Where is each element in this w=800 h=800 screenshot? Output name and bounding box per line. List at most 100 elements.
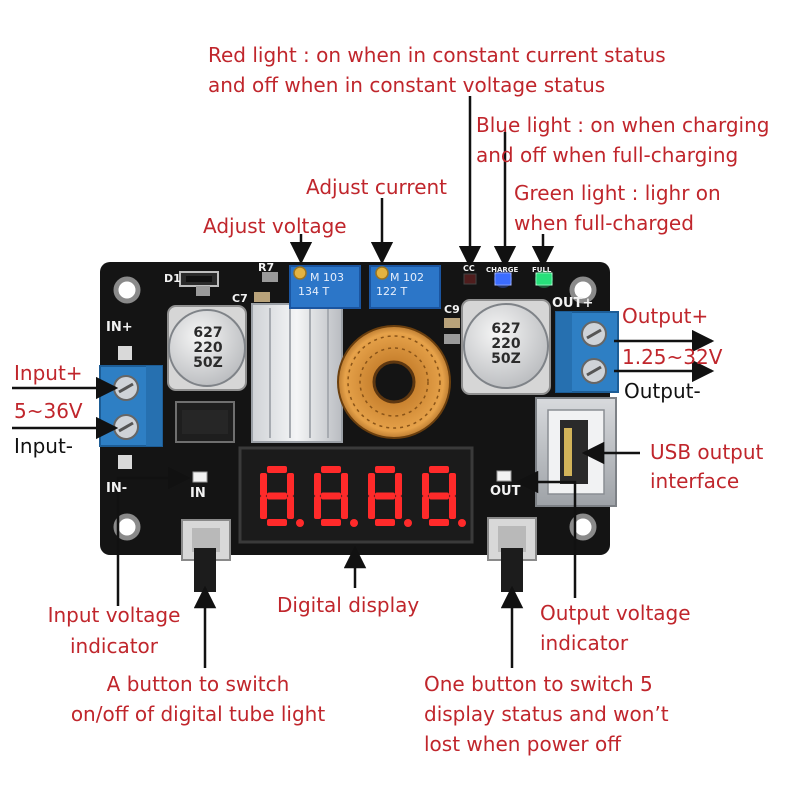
led-charge-blue: [494, 272, 512, 286]
potentiometer-current: [369, 265, 441, 309]
segment-g: [429, 492, 449, 500]
silk-in-plus: IN+: [106, 320, 133, 335]
label-output-indicator-2: indicator: [540, 631, 629, 655]
label-input-indicator-2: indicator: [69, 634, 159, 658]
pad-in-plus: [118, 346, 132, 360]
label-input-minus: Input-: [14, 434, 74, 458]
segment-b: [341, 473, 348, 496]
label-switch-status-1: One button to switch 5: [424, 672, 653, 696]
label-blue-light-1: Blue light : on when charging: [476, 113, 770, 137]
silk-c9: C9: [444, 303, 460, 316]
label-red-light-2: and off when in constant voltage status: [208, 73, 606, 97]
label-red-light-1: Red light : on when in constant current …: [208, 43, 666, 67]
decimal-point: [458, 519, 466, 527]
segment-d: [267, 519, 287, 526]
segment-d: [375, 519, 395, 526]
mount-hole-tr: [569, 276, 597, 304]
silk-c7: C7: [232, 292, 248, 305]
cap-left-line: 220: [193, 340, 223, 356]
pad: [196, 286, 210, 296]
segment-b: [449, 473, 456, 496]
label-output-range: 1.25~32V: [622, 345, 723, 369]
silk-out-led: OUT: [490, 484, 521, 499]
label-output-minus: Output-: [624, 379, 701, 403]
label-usb-1: USB output: [650, 440, 764, 464]
silk-led-charge: CHARGE: [486, 266, 519, 274]
label-adjust-voltage: Adjust voltage: [203, 214, 347, 238]
segment-f: [368, 473, 375, 496]
label-input-indicator-1: Input voltage: [47, 603, 181, 627]
capacitor-right: [461, 299, 551, 395]
smd-r7: [262, 272, 278, 282]
label-output-indicator-1: Output voltage: [540, 601, 691, 625]
silk-d1: D1: [164, 272, 181, 285]
cap-left-line: 627: [193, 325, 223, 341]
segment-g: [321, 492, 341, 500]
arrow-output-indicator: [515, 470, 577, 598]
led-full-green: [535, 272, 553, 286]
label-switch-status-3: lost when power off: [424, 732, 621, 756]
pot-current-marking-2: M 102: [390, 271, 424, 284]
toroidal-inductor: [337, 325, 451, 439]
heatsink: [251, 303, 343, 443]
potentiometer-voltage: [289, 265, 361, 309]
label-input-range: 5~36V: [14, 399, 83, 423]
led-cc-red: [463, 273, 477, 285]
decimal-point: [404, 519, 412, 527]
pot-current-marking-1: 122 T: [376, 285, 408, 298]
silk-out-plus: OUT+: [552, 296, 594, 311]
segment-f: [422, 473, 429, 496]
output-terminal: [555, 311, 619, 393]
segment-e: [422, 496, 429, 519]
segment-e: [260, 496, 267, 519]
segment-c: [395, 496, 402, 519]
pot-voltage-marking-2: M 103: [310, 271, 344, 284]
label-input-plus: Input+: [14, 361, 83, 385]
segment-d: [429, 519, 449, 526]
input-terminal: [99, 365, 163, 447]
capacitor-left: [167, 305, 247, 391]
mount-hole-bl: [113, 513, 141, 541]
segment-f: [260, 473, 267, 496]
label-switch-status-2: display status and won’t: [424, 702, 669, 726]
led-in: [192, 471, 208, 483]
cap-left-marking: 627 220 50Z: [193, 326, 223, 371]
label-switch-light-1: A button to switch: [106, 672, 290, 696]
silk-led-cc: CC: [463, 264, 475, 273]
cap-right-line: 627: [491, 321, 521, 337]
mount-hole-br: [569, 513, 597, 541]
cap-right-marking: 627 220 50Z: [491, 322, 521, 367]
segment-c: [287, 496, 294, 519]
cap-right-line: 50Z: [491, 351, 521, 367]
silk-in-led: IN: [190, 486, 206, 501]
smd-part: [444, 334, 460, 344]
pot-voltage-marking-1: 134 T: [298, 285, 330, 298]
label-usb-2: interface: [650, 469, 740, 493]
seven-segment-digits: [260, 466, 466, 527]
label-blue-light-2: and off when full-charging: [476, 143, 739, 167]
segment-b: [287, 473, 294, 496]
silk-in-minus: IN-: [106, 481, 128, 496]
segment-a: [321, 466, 341, 473]
segment-g: [375, 492, 395, 500]
segment-g: [267, 492, 287, 500]
decimal-point: [296, 519, 304, 527]
led-out: [496, 470, 512, 482]
segment-e: [368, 496, 375, 519]
segment-a: [429, 466, 449, 473]
segment-c: [449, 496, 456, 519]
segment-e: [314, 496, 321, 519]
label-output-plus: Output+: [622, 304, 709, 328]
segment-a: [267, 466, 287, 473]
label-green-light-2: when full-charged: [514, 211, 694, 235]
label-green-light-1: Green light : lighr on: [514, 181, 721, 205]
decimal-point: [350, 519, 358, 527]
segment-b: [395, 473, 402, 496]
label-adjust-current: Adjust current: [306, 175, 448, 199]
smd-c7: [254, 292, 270, 302]
smd-part: [444, 318, 460, 328]
segment-f: [314, 473, 321, 496]
mount-hole-tl: [113, 276, 141, 304]
